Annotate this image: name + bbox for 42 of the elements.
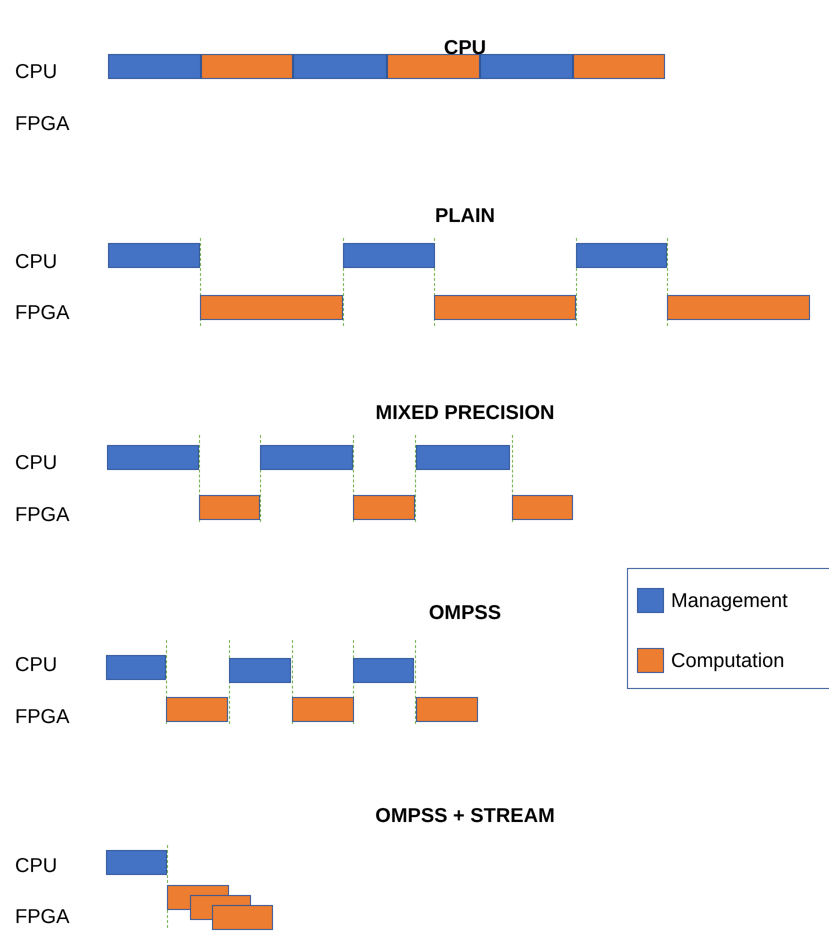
section-title: OMPSS + STREAM xyxy=(375,804,555,828)
section-title: CPU xyxy=(444,36,486,60)
computation-bar xyxy=(200,295,343,320)
management-bar xyxy=(293,54,387,79)
management-bar xyxy=(343,243,435,268)
management-bar xyxy=(260,445,353,470)
computation-bar xyxy=(387,54,480,79)
management-bar xyxy=(416,445,510,470)
computation-bar xyxy=(353,495,415,520)
row-label: CPU xyxy=(15,653,58,677)
management-bar xyxy=(480,54,573,79)
section-title: MIXED PRECISION xyxy=(376,401,554,425)
computation-bar xyxy=(416,697,478,722)
management-bar xyxy=(576,243,667,268)
computation-bar xyxy=(667,295,810,320)
row-label: FPGA xyxy=(15,112,70,136)
computation-bar xyxy=(199,495,260,520)
row-label: FPGA xyxy=(15,705,70,729)
section-title: OMPSS xyxy=(428,601,502,625)
row-label: FPGA xyxy=(15,905,70,929)
row-label: FPGA xyxy=(15,503,70,527)
row-label: CPU xyxy=(15,250,58,274)
computation-bar xyxy=(573,54,665,79)
row-label: FPGA xyxy=(15,301,70,325)
legend-label: Management xyxy=(671,589,788,613)
computation-bar xyxy=(201,54,293,79)
management-bar xyxy=(353,658,414,683)
management-bar xyxy=(229,658,291,683)
management-bar xyxy=(106,655,166,680)
legend-label: Computation xyxy=(671,649,784,673)
computation-bar xyxy=(434,295,576,320)
section-title: PLAIN xyxy=(435,204,495,228)
row-label: CPU xyxy=(15,451,58,475)
management-bar xyxy=(108,243,200,268)
row-label: CPU xyxy=(15,854,58,878)
row-label: CPU xyxy=(15,60,58,84)
computation-bar xyxy=(512,495,573,520)
computation-bar xyxy=(292,697,354,722)
computation-bar xyxy=(166,697,228,722)
management-bar xyxy=(107,445,199,470)
management-bar xyxy=(108,54,201,79)
management-bar xyxy=(106,850,167,875)
